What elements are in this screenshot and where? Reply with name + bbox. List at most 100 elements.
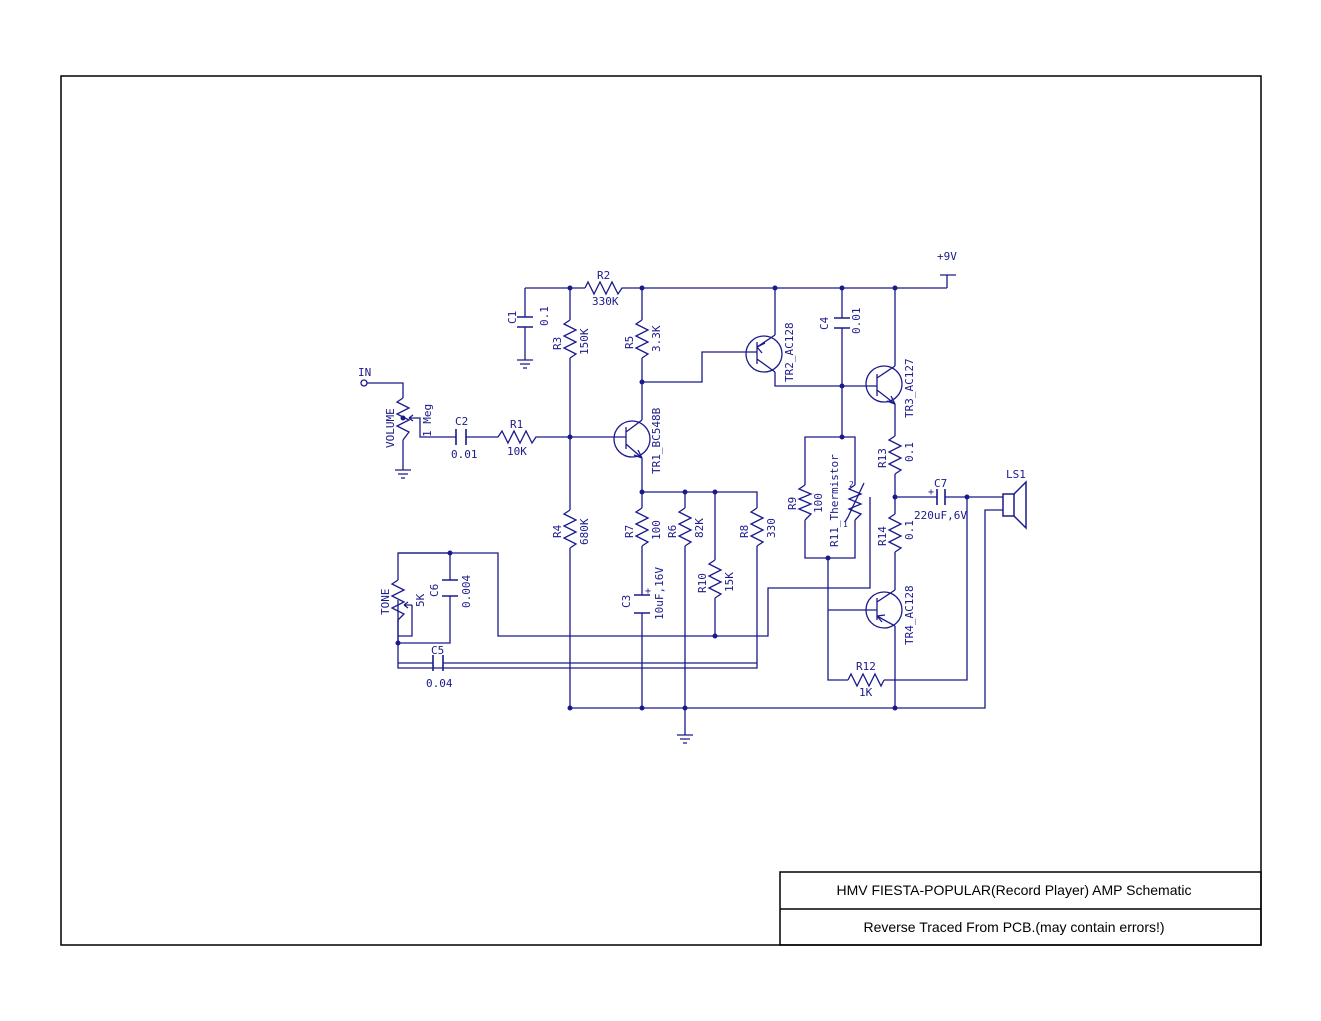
label-tone-value: 5K	[414, 593, 427, 607]
label-r6-ref: R6	[666, 525, 679, 538]
resistor-r4	[562, 509, 578, 549]
wire-ground-rail	[570, 509, 1003, 709]
transistor-tr1	[613, 419, 651, 459]
resistor-r13	[887, 435, 903, 475]
junction-dot	[892, 494, 898, 500]
resistor-r7	[634, 507, 650, 547]
junction-dot	[839, 285, 845, 291]
junction-dot	[567, 705, 573, 711]
label-r11-pin2: 2	[849, 480, 854, 489]
label-tone-ref: TONE	[379, 589, 392, 616]
label-r11-pin1: 1	[843, 520, 848, 529]
wires	[367, 274, 1003, 735]
label-r13-value: 0.1	[903, 442, 916, 462]
wire-r8	[397, 546, 758, 669]
label-ls1-ref: LS1	[1006, 468, 1026, 481]
pot-volume	[395, 397, 411, 441]
junction-dot	[639, 285, 645, 291]
junction-dot	[712, 489, 718, 495]
label-r8-value: 330	[765, 518, 778, 538]
label-c1-value: 0.1	[538, 306, 551, 326]
labels: +9V IN R2 330K R1 10K C2 0.01 C5 0.04 C7…	[358, 250, 1026, 699]
label-r9-ref: R9	[786, 497, 799, 510]
schematic-subtitle: Reverse Traced From PCB.(may contain err…	[863, 919, 1164, 935]
junction-dot	[682, 489, 688, 495]
junction-dot	[639, 379, 645, 385]
capacitor-c2	[455, 429, 467, 445]
label-input: IN	[358, 366, 371, 379]
capacitor-c1	[517, 316, 533, 328]
junction-dot	[639, 705, 645, 711]
label-r5-ref: R5	[623, 336, 636, 349]
transistors	[613, 334, 903, 629]
wire-volume-wiper	[414, 417, 615, 438]
junction-dot	[839, 383, 845, 389]
junction-dot	[395, 640, 401, 646]
label-tr1-ref: TR1_BC548B	[650, 407, 663, 474]
junction-dot	[567, 285, 573, 291]
label-r4-ref: R4	[551, 524, 564, 538]
capacitors	[432, 316, 946, 671]
transistor-tr4	[862, 589, 903, 629]
label-r7-ref: R7	[623, 525, 636, 538]
junction-dot	[682, 705, 688, 711]
drawing-frame	[60, 75, 1262, 946]
resistors	[390, 280, 903, 688]
label-c6-value: 0.004	[460, 575, 473, 608]
wire-r5-tr2	[642, 351, 744, 383]
ground-main	[677, 734, 693, 744]
schematic-title: HMV FIESTA-POPULAR(Record Player) AMP Sc…	[836, 882, 1191, 898]
label-r5-value: 3.3K	[650, 325, 663, 352]
wire-tr4-base	[827, 497, 968, 681]
capacitor-c4	[834, 317, 850, 329]
label-c6-ref: C6	[428, 584, 441, 597]
capacitor-c5	[432, 655, 444, 671]
junction-dot	[839, 434, 845, 440]
label-r12-ref: R12	[856, 660, 876, 673]
wire-tr2	[774, 288, 842, 387]
junction-dot	[639, 489, 645, 495]
resistor-r12	[847, 672, 885, 688]
label-supply: +9V	[937, 250, 957, 263]
polarity-c7: +	[928, 487, 934, 498]
resistor-r1	[497, 429, 538, 445]
pot-tone	[390, 579, 406, 621]
resistor-r3	[562, 319, 578, 359]
resistor-r14	[887, 513, 903, 553]
label-r10-value: 15K	[723, 572, 736, 592]
label-r9-value: 100	[812, 493, 825, 513]
label-c4-value: 0.01	[850, 308, 863, 335]
label-r14-ref: R14	[876, 526, 889, 546]
junction-dot	[892, 705, 898, 711]
junctions	[395, 285, 970, 711]
resistor-r10	[707, 559, 723, 599]
label-r1-ref: R1	[510, 418, 523, 431]
label-tr4-ref: TR4_AC128	[903, 585, 916, 645]
label-c2-value: 0.01	[451, 448, 478, 461]
label-c5-ref: C5	[431, 644, 444, 657]
resistor-r9	[797, 484, 813, 521]
label-c2-ref: C2	[455, 415, 468, 428]
resistor-r6	[677, 507, 693, 547]
ground-symbols	[395, 359, 693, 744]
capacitor-c3	[634, 594, 650, 614]
label-r13-ref: R13	[876, 448, 889, 468]
junction-dot	[712, 633, 718, 639]
label-tr2-ref: TR2_AC128	[783, 322, 796, 382]
label-volume-value: 1 Meg	[421, 404, 434, 437]
wire-tr1-emitter	[641, 458, 758, 508]
label-r6-value: 82K	[693, 518, 706, 538]
label-c3-value: 10uF,16V	[653, 567, 666, 620]
wire-input	[367, 382, 404, 470]
label-r14-value: 0.1	[903, 520, 916, 540]
ground-volume	[395, 469, 411, 479]
speaker-ls1	[1002, 480, 1027, 530]
polarity-c3: +	[645, 586, 651, 597]
label-tr3-ref: TR3_AC127	[903, 358, 916, 418]
transistor-tr2	[744, 334, 783, 373]
label-r8-ref: R8	[738, 525, 751, 538]
capacitor-c6	[442, 579, 458, 597]
label-c3-ref: C3	[620, 595, 633, 608]
junction-dot	[964, 494, 970, 500]
